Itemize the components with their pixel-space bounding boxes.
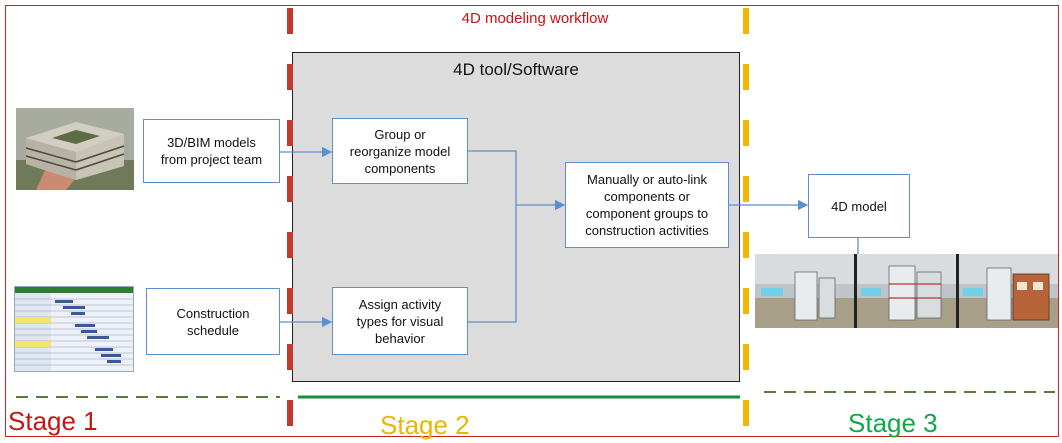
4d-model-node: 4D model: [808, 174, 910, 238]
building-model-image: [16, 108, 134, 190]
assign-activity-node: Assign activity types for visual behavio…: [332, 287, 468, 355]
stage-3-label: Stage 3: [848, 408, 938, 438]
sequence-frame-1: [755, 254, 854, 328]
connector-group-to-merge: [468, 150, 517, 205]
gantt-schedule-image: [14, 286, 134, 372]
diagram-frame: [5, 5, 1059, 437]
tool-box-title: 4D tool/Software: [453, 60, 579, 79]
sequence-frame-2: [857, 254, 956, 328]
diagram-title: 4D modeling workflow: [461, 10, 609, 27]
group-reorganize-node: Group or reorganize model components: [332, 118, 468, 184]
construction-schedule-node: Construction schedule: [146, 288, 280, 355]
sequence-frame-3: [959, 254, 1058, 328]
stage-1-label: Stage 1: [8, 406, 98, 436]
link-components-node: Manually or auto-link components or comp…: [565, 162, 729, 248]
connector-assign-to-merge: [468, 205, 517, 323]
stage-2-label: Stage 2: [380, 410, 470, 440]
4d-model-sequence-images: [755, 254, 1058, 328]
bim-models-node: 3D/BIM models from project team: [143, 119, 280, 183]
